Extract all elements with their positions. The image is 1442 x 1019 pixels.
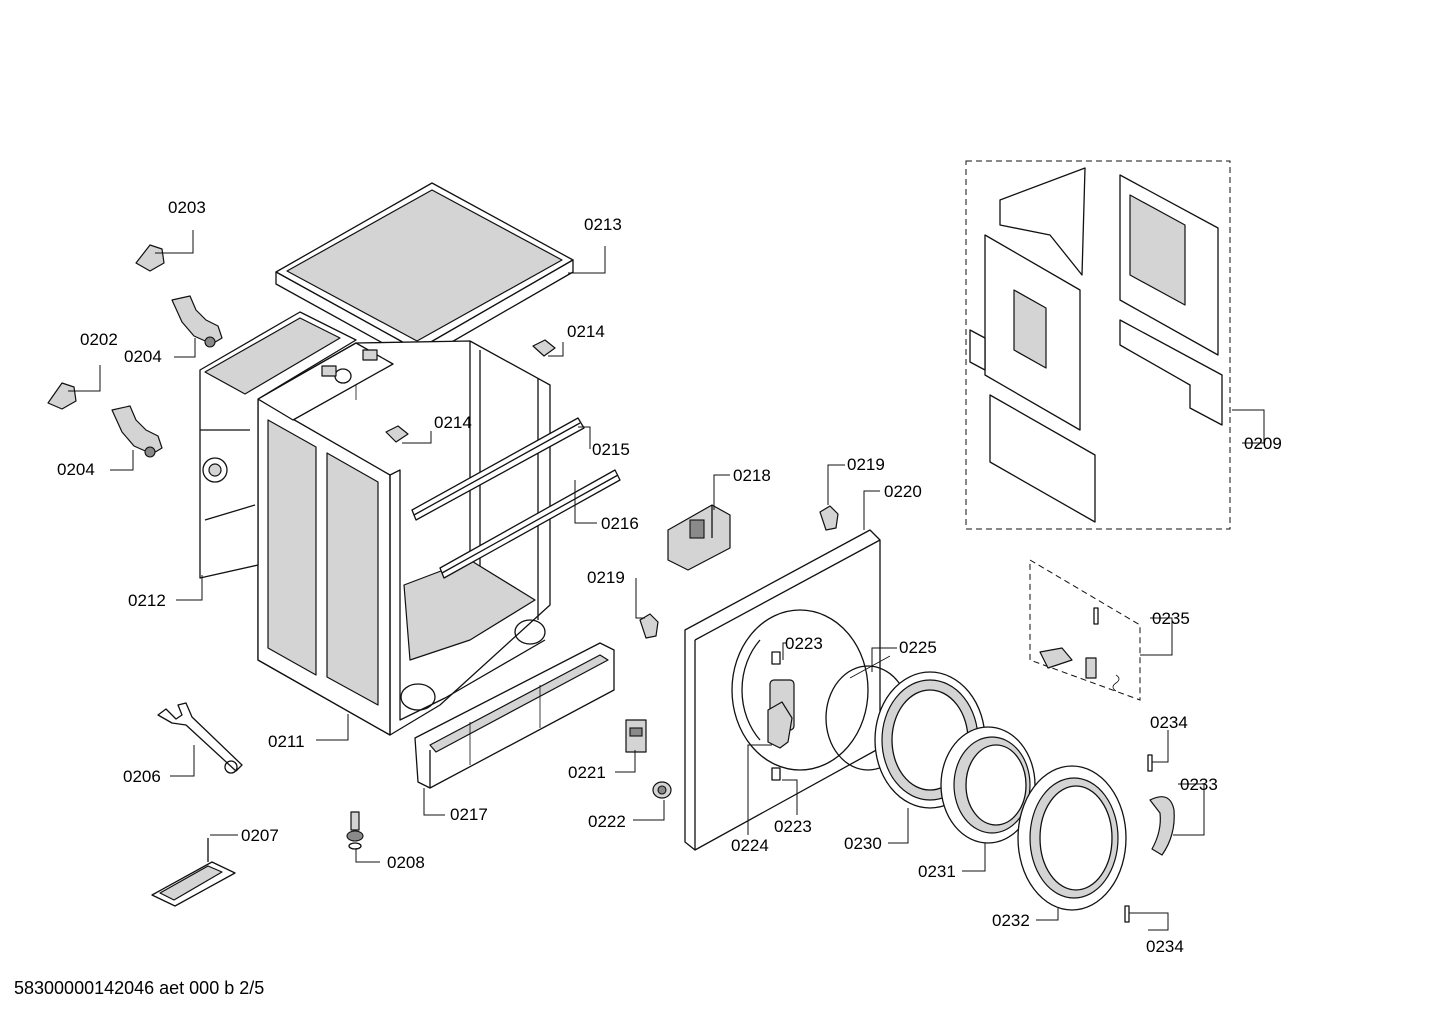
label-0224: 0224 bbox=[731, 836, 769, 855]
label-0235: 0235 bbox=[1152, 609, 1190, 628]
label-0206: 0206 bbox=[123, 767, 161, 786]
label-0231: 0231 bbox=[918, 862, 956, 881]
leader-lines bbox=[68, 230, 1265, 931]
valve-0204-drawing bbox=[111, 295, 223, 458]
label-0221: 0221 bbox=[568, 763, 606, 782]
part-labels: 0203 0213 0202 0204 0214 0214 0204 0215 … bbox=[57, 198, 1282, 956]
door-assembly-drawing bbox=[767, 655, 1175, 923]
label-0223: 0223 bbox=[774, 817, 812, 836]
door-lock-0218-drawing bbox=[667, 504, 731, 571]
label-0218: 0218 bbox=[733, 466, 771, 485]
hose-caps-drawing bbox=[47, 244, 165, 410]
label-0214: 0214 bbox=[567, 322, 605, 341]
insulation-kit-0209-drawing bbox=[965, 160, 1231, 530]
label-0217: 0217 bbox=[450, 805, 488, 824]
label-0222: 0222 bbox=[588, 812, 626, 831]
label-0213: 0213 bbox=[584, 215, 622, 234]
label-0211: 0211 bbox=[268, 732, 305, 751]
screw-foot-0208-drawing bbox=[346, 811, 364, 850]
small-kit-0235-drawing bbox=[1029, 559, 1141, 701]
label-0214: 0214 bbox=[434, 413, 472, 432]
label-0215: 0215 bbox=[592, 440, 630, 459]
document-reference: 58300000142046 aet 000 b 2/5 bbox=[14, 978, 265, 998]
cabinet-drawing bbox=[257, 340, 551, 736]
front-panel-0220-drawing bbox=[684, 529, 881, 851]
plinth-drawing bbox=[414, 642, 615, 789]
label-0225: 0225 bbox=[899, 638, 937, 657]
rear-panel-drawing bbox=[199, 311, 357, 579]
small-parts-drawing bbox=[625, 505, 839, 799]
bracket-0214-drawing bbox=[385, 339, 556, 443]
top-cover-drawing bbox=[275, 182, 574, 363]
label-0207: 0207 bbox=[241, 826, 279, 845]
label-0204: 0204 bbox=[57, 460, 95, 479]
label-0204: 0204 bbox=[124, 347, 162, 366]
label-0234: 0234 bbox=[1146, 937, 1184, 956]
label-0220: 0220 bbox=[884, 482, 922, 501]
label-0209: 0209 bbox=[1244, 434, 1282, 453]
label-0219: 0219 bbox=[587, 568, 625, 587]
label-0208: 0208 bbox=[387, 853, 425, 872]
label-0223: 0223 bbox=[785, 634, 823, 653]
label-0232: 0232 bbox=[992, 911, 1030, 930]
label-0202: 0202 bbox=[80, 330, 118, 349]
label-0230: 0230 bbox=[844, 834, 882, 853]
foot-bracket-0207-drawing bbox=[151, 838, 236, 907]
label-0203: 0203 bbox=[168, 198, 206, 217]
label-0212: 0212 bbox=[128, 591, 166, 610]
label-0234: 0234 bbox=[1150, 713, 1188, 732]
label-0216: 0216 bbox=[601, 514, 639, 533]
wrench-drawing bbox=[157, 702, 243, 774]
label-0233: 0233 bbox=[1180, 775, 1218, 794]
label-0219: 0219 bbox=[847, 455, 885, 474]
